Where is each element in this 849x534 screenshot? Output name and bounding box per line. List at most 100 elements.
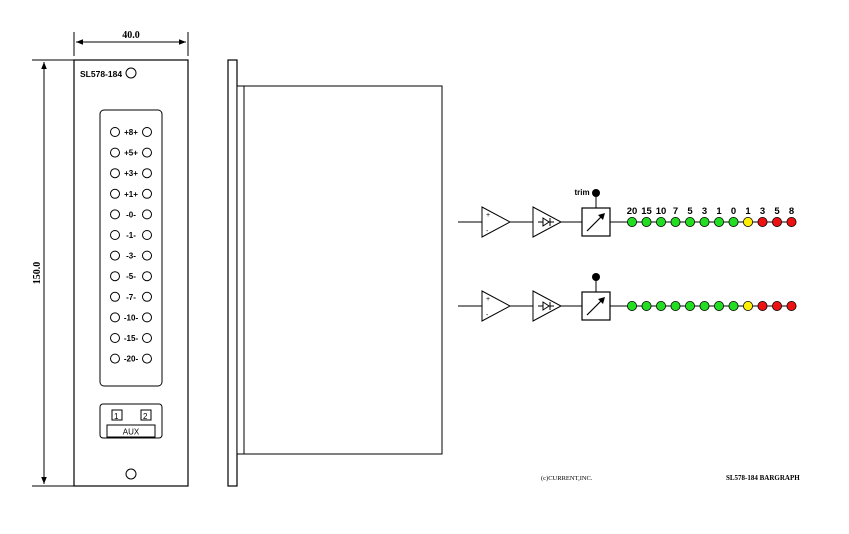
op-amp-plus-sign: + bbox=[486, 296, 490, 303]
meter-led-right bbox=[142, 209, 152, 220]
led-green bbox=[656, 300, 667, 311]
led-scale-label: 3 bbox=[760, 206, 765, 217]
led-green bbox=[641, 300, 652, 311]
led-red bbox=[757, 300, 768, 311]
aux-label: AUX bbox=[123, 428, 140, 437]
led-red bbox=[757, 216, 768, 227]
meter-led-right bbox=[142, 168, 152, 179]
switch-2-label: 2 bbox=[143, 412, 148, 421]
meter-led-right bbox=[142, 291, 152, 302]
meter-scale-label: +5+ bbox=[124, 149, 138, 158]
op-amp bbox=[481, 290, 512, 322]
drawing-title: SL578-184 BARGRAPH bbox=[726, 474, 800, 482]
led-scale-label: 20 bbox=[627, 206, 638, 217]
trim-label: trim bbox=[574, 188, 589, 197]
front-panel: SL578-184 +8++5++3++1+-0--1--3--5--7--10… bbox=[73, 59, 189, 487]
meter-led-left bbox=[110, 312, 120, 323]
aux-button[interactable] bbox=[106, 424, 156, 438]
meter-scale-label: -5- bbox=[126, 272, 136, 281]
meter-led-right bbox=[142, 230, 152, 240]
led-green bbox=[685, 300, 696, 311]
led-green bbox=[670, 300, 681, 311]
diode-symbol bbox=[542, 217, 550, 227]
op-amp-minus-sign: - bbox=[486, 312, 489, 319]
switch-2[interactable] bbox=[140, 409, 152, 421]
led-green bbox=[714, 216, 725, 227]
meter-led-left bbox=[110, 147, 120, 158]
led-green bbox=[670, 216, 681, 227]
meter-led-left bbox=[110, 209, 120, 220]
op-amp-minus-sign: - bbox=[486, 228, 489, 235]
led-scale-label: 8 bbox=[789, 206, 794, 217]
meter-led-left bbox=[110, 188, 120, 199]
meter-led-right bbox=[142, 188, 152, 199]
led-red bbox=[786, 216, 797, 227]
meter-led-right bbox=[142, 147, 152, 158]
meter-led-left bbox=[110, 333, 120, 343]
meter-scale-label: -0- bbox=[126, 210, 136, 219]
meter-scale-label: +3+ bbox=[124, 169, 138, 178]
meter-led-right bbox=[142, 271, 152, 282]
meter-scale-label: -3- bbox=[126, 252, 136, 261]
led-red bbox=[786, 300, 797, 311]
led-green bbox=[728, 216, 739, 227]
led-scale-label: 0 bbox=[731, 206, 736, 217]
panel-model-label: SL578-184 bbox=[80, 69, 122, 79]
meter-scale-label: -7- bbox=[126, 293, 136, 302]
led-green bbox=[699, 216, 710, 227]
meter-led-left bbox=[110, 168, 120, 179]
led-green bbox=[627, 300, 638, 311]
meter-led-right bbox=[142, 127, 152, 137]
led-scale-label: 1 bbox=[716, 206, 722, 217]
led-yellow bbox=[743, 300, 754, 311]
meter-led-left bbox=[110, 127, 120, 137]
meter-scale-label: +1+ bbox=[124, 190, 138, 199]
meter-led-left bbox=[110, 291, 120, 302]
led-green bbox=[699, 300, 710, 311]
led-green bbox=[728, 300, 739, 311]
meter-led-right bbox=[142, 250, 152, 261]
led-scale-label: 7 bbox=[673, 206, 678, 217]
meter-scale: +8++5++3++1+-0--1--3--5--7--10--15--20- bbox=[110, 127, 152, 364]
led-scale-label: 15 bbox=[641, 206, 652, 217]
diode-symbol bbox=[542, 301, 550, 311]
channel-2: +- bbox=[458, 273, 797, 322]
meter-led-left bbox=[110, 271, 120, 282]
meter-led-right bbox=[142, 333, 152, 343]
top-mounting-hole bbox=[125, 67, 137, 79]
switch-1-label: 1 bbox=[114, 412, 119, 421]
led-scale-label: 5 bbox=[687, 206, 693, 217]
led-green bbox=[627, 216, 638, 227]
height-dimension-label: 150.0 bbox=[32, 262, 43, 285]
meter-led-left bbox=[110, 250, 120, 261]
width-dimension-label: 40.0 bbox=[122, 30, 140, 41]
meter-scale-label: -20- bbox=[124, 355, 139, 364]
op-amp-plus-sign: + bbox=[486, 212, 490, 219]
led-green bbox=[656, 216, 667, 227]
switch-1[interactable] bbox=[111, 409, 123, 421]
side-circuit-board bbox=[236, 85, 443, 455]
led-scale-label: 1 bbox=[745, 206, 751, 217]
led-red bbox=[772, 300, 783, 311]
meter-scale-label: +8+ bbox=[124, 128, 138, 137]
width-dimension: 40.0 bbox=[73, 30, 189, 56]
meter-led-right bbox=[142, 312, 152, 323]
side-faceplate bbox=[227, 59, 238, 487]
led-yellow bbox=[743, 216, 754, 227]
bottom-mounting-hole bbox=[125, 468, 137, 480]
meter-led-right bbox=[142, 353, 152, 364]
meter-led-left bbox=[110, 230, 120, 240]
led-scale-label: 10 bbox=[656, 206, 667, 217]
meter-led-left bbox=[110, 353, 120, 364]
led-scale-label: 3 bbox=[702, 206, 707, 217]
led-green bbox=[685, 216, 696, 227]
copyright-label: (c)CURRENT,INC. bbox=[541, 475, 593, 482]
meter-scale-label: -10- bbox=[124, 313, 139, 322]
led-red bbox=[772, 216, 783, 227]
trim-pot bbox=[592, 273, 600, 281]
side-view bbox=[227, 59, 443, 487]
op-amp bbox=[481, 206, 512, 238]
